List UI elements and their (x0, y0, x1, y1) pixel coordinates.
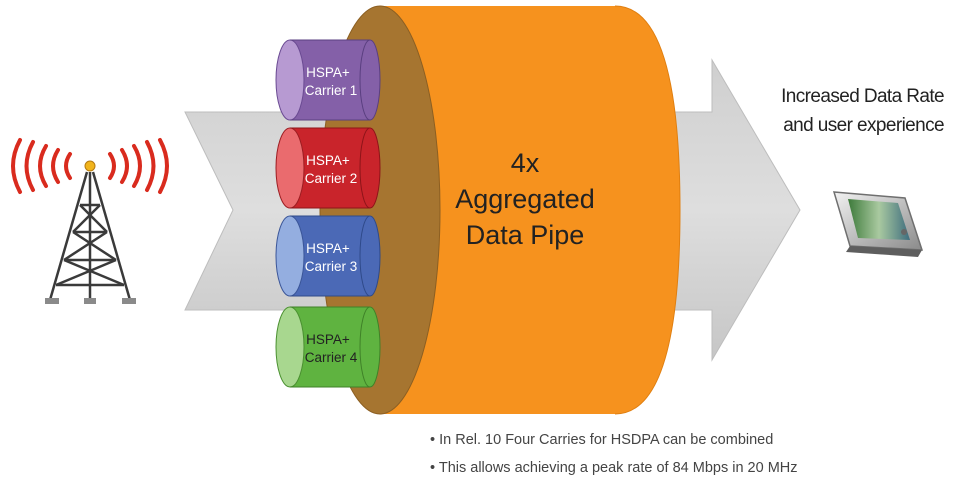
carrier-4-line2: Carrier 4 (305, 350, 358, 365)
bullet-item-2: • This allows achieving a peak rate of 8… (430, 460, 798, 476)
carrier-cylinder-4: HSPA+ Carrier 4 (275, 306, 381, 388)
result-label: Increased Data Rate and user experience (734, 82, 944, 140)
carrier-1-line1: HSPA+ (306, 65, 350, 80)
carrier-4-line1: HSPA+ (306, 332, 350, 347)
pipe-label-line1: 4x (511, 148, 540, 178)
result-label-line2: and user experience (783, 115, 944, 136)
carrier-2-line1: HSPA+ (306, 153, 350, 168)
pipe-label-line3: Data Pipe (466, 220, 585, 250)
pipe-label-line2: Aggregated (455, 184, 595, 214)
carrier-2-line2: Carrier 2 (305, 171, 358, 186)
carrier-cylinder-1: HSPA+ Carrier 1 (275, 39, 381, 121)
carrier-1-line2: Carrier 1 (305, 83, 358, 98)
bullet-item-1: • In Rel. 10 Four Carries for HSDPA can … (430, 432, 774, 448)
carrier-3-line1: HSPA+ (306, 241, 350, 256)
cell-tower-icon (11, 138, 169, 304)
result-label-line1: Increased Data Rate (781, 86, 944, 107)
bullet-list: • In Rel. 10 Four Carries for HSDPA can … (430, 426, 890, 482)
carrier-3-line2: Carrier 3 (305, 259, 358, 274)
carrier-cylinder-3: HSPA+ Carrier 3 (275, 215, 381, 297)
carrier-cylinder-2: HSPA+ Carrier 2 (275, 127, 381, 209)
smartphone-icon (832, 191, 924, 257)
aggregated-pipe-body (380, 6, 680, 414)
